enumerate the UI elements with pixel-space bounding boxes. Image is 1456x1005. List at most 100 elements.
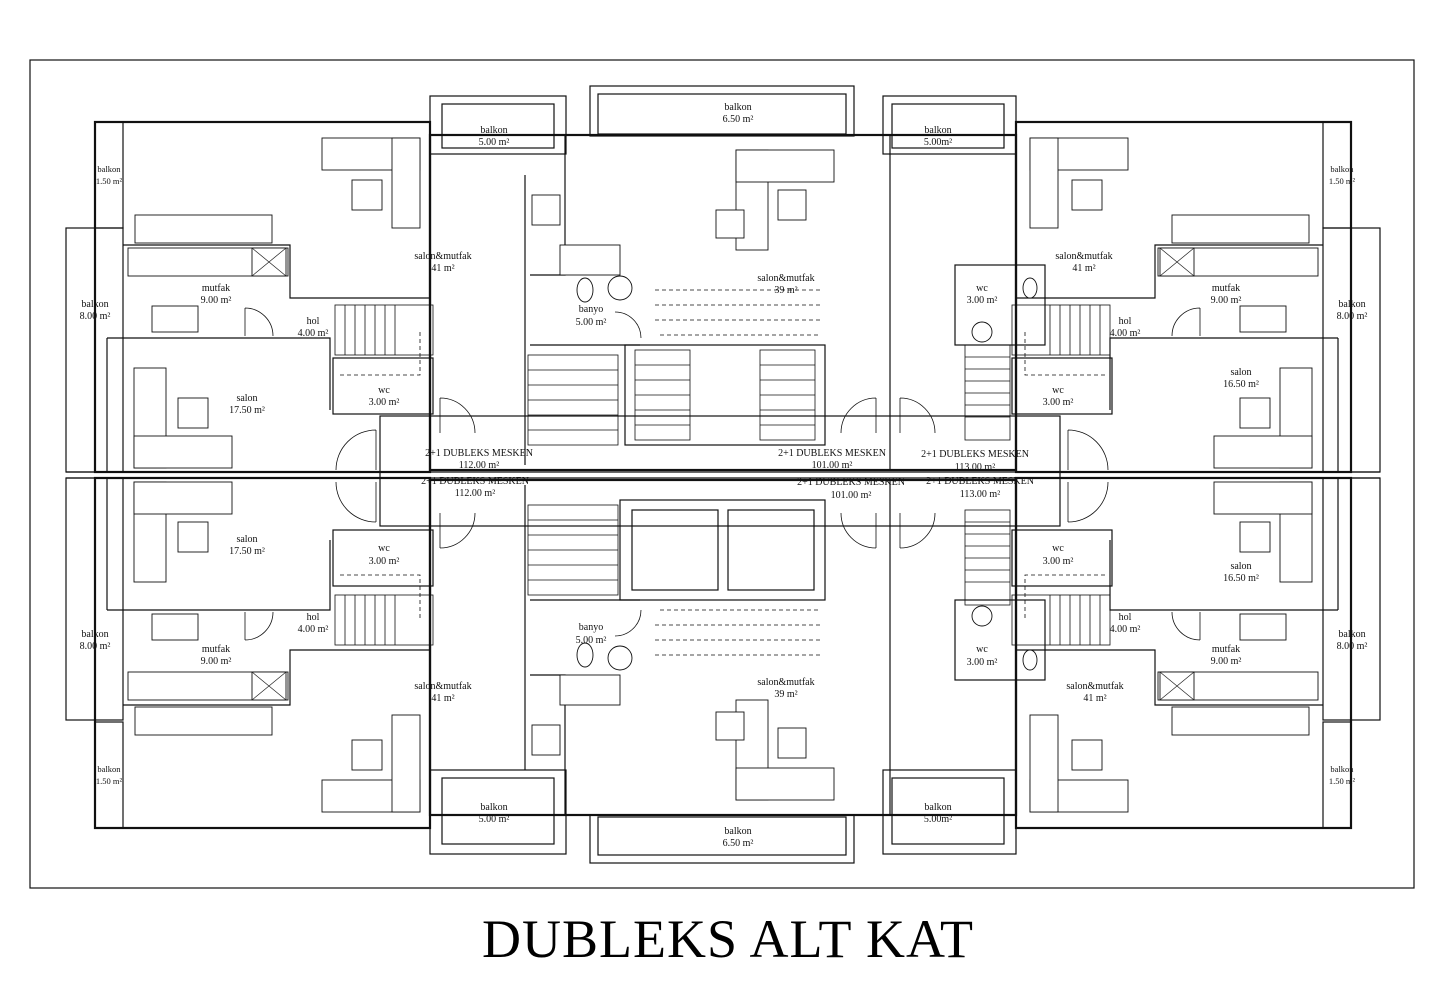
- room-area: 5.00 m²: [479, 814, 510, 825]
- room-name: wc: [1052, 543, 1064, 554]
- room-area: 5.00 m²: [576, 317, 607, 328]
- unit-name: 2+1 DUBLEKS MESKEN: [926, 476, 1034, 487]
- room-name: balkon: [97, 764, 121, 774]
- room-name: salon: [236, 534, 257, 545]
- room-name: balkon: [724, 826, 751, 837]
- room-area: 6.50 m²: [723, 114, 754, 125]
- room-area: 5.00 m²: [479, 137, 510, 148]
- room-name: balkon: [1330, 164, 1354, 174]
- room-area: 5.00 m²: [576, 635, 607, 646]
- room-area: 9.00 m²: [1211, 656, 1242, 667]
- room-name: salon: [1230, 367, 1251, 378]
- room-name: balkon: [1338, 629, 1365, 640]
- room-name: wc: [378, 385, 390, 396]
- room-name: salon&mutfak: [414, 681, 471, 692]
- unit-name: 2+1 DUBLEKS MESKEN: [921, 449, 1029, 460]
- room-name: salon: [236, 393, 257, 404]
- room-area: 16.50 m²: [1223, 379, 1259, 390]
- unit-name: 2+1 DUBLEKS MESKEN: [421, 476, 529, 487]
- room-name: mutfak: [202, 644, 230, 655]
- plan-title: DUBLEKS ALT KAT: [481, 909, 975, 969]
- room-area: 17.50 m²: [229, 546, 265, 557]
- unit-area: 101.00 m²: [812, 460, 853, 471]
- room-name: balkon: [1330, 764, 1354, 774]
- room-area: 17.50 m²: [229, 405, 265, 416]
- room-name: balkon: [81, 299, 108, 310]
- room-area: 1.50 m²: [96, 176, 123, 186]
- unit-name: 2+1 DUBLEKS MESKEN: [425, 448, 533, 459]
- room-name: balkon: [81, 629, 108, 640]
- room-name: balkon: [924, 125, 951, 136]
- room-name: mutfak: [202, 283, 230, 294]
- unit-area: 113.00 m²: [960, 489, 1000, 500]
- room-area: 39 m²: [774, 285, 797, 296]
- room-area: 41 m²: [1083, 693, 1106, 704]
- unit-area: 112.00 m²: [459, 460, 499, 471]
- room-area: 1.50 m²: [1329, 776, 1356, 786]
- room-name: salon&mutfak: [1066, 681, 1123, 692]
- room-area: 5.00m²: [924, 814, 952, 825]
- unit-area: 113.00 m²: [955, 462, 995, 473]
- room-area: 3.00 m²: [369, 397, 400, 408]
- room-area: 1.50 m²: [1329, 176, 1356, 186]
- drawing-frame: [29, 59, 1415, 889]
- room-area: 1.50 m²: [96, 776, 123, 786]
- room-area: 41 m²: [1072, 263, 1095, 274]
- room-name: hol: [1119, 612, 1132, 623]
- room-name: salon: [1230, 561, 1251, 572]
- room-name: balkon: [97, 164, 121, 174]
- unit-area: 101.00 m²: [831, 490, 872, 501]
- room-name: wc: [1052, 385, 1064, 396]
- room-area: 3.00 m²: [967, 295, 998, 306]
- room-name: balkon: [724, 102, 751, 113]
- room-name: salon&mutfak: [757, 273, 814, 284]
- room-area: 41 m²: [431, 263, 454, 274]
- room-name: wc: [378, 543, 390, 554]
- room-name: hol: [307, 316, 320, 327]
- room-area: 3.00 m²: [967, 657, 998, 668]
- room-area: 8.00 m²: [80, 641, 111, 652]
- room-name: balkon: [924, 802, 951, 813]
- room-name: balkon: [1338, 299, 1365, 310]
- room-name: salon&mutfak: [414, 251, 471, 262]
- room-area: 9.00 m²: [201, 295, 232, 306]
- room-area: 9.00 m²: [1211, 295, 1242, 306]
- stairs: [334, 289, 1111, 656]
- room-name: hol: [1119, 316, 1132, 327]
- room-area: 16.50 m²: [1223, 573, 1259, 584]
- room-area: 4.00 m²: [1110, 624, 1141, 635]
- room-area: 3.00 m²: [369, 556, 400, 567]
- walls: [65, 85, 1381, 864]
- room-area: 5.00m²: [924, 137, 952, 148]
- room-area: 41 m²: [431, 693, 454, 704]
- room-name: wc: [976, 283, 988, 294]
- room-area: 8.00 m²: [80, 311, 111, 322]
- unit-area: 112.00 m²: [455, 488, 495, 499]
- room-labels: balkon 6.50 m² balkon 5.00 m² balkon 5.0…: [80, 102, 1368, 849]
- room-area: 4.00 m²: [298, 624, 329, 635]
- room-name: banyo: [579, 622, 603, 633]
- room-name: balkon: [480, 125, 507, 136]
- doors: [244, 307, 1201, 641]
- room-name: mutfak: [1212, 283, 1240, 294]
- room-name: hol: [307, 612, 320, 623]
- room-area: 3.00 m²: [1043, 556, 1074, 567]
- room-name: salon&mutfak: [757, 677, 814, 688]
- room-name: mutfak: [1212, 644, 1240, 655]
- room-area: 6.50 m²: [723, 838, 754, 849]
- room-name: salon&mutfak: [1055, 251, 1112, 262]
- unit-name: 2+1 DUBLEKS MESKEN: [797, 477, 905, 488]
- room-area: 3.00 m²: [1043, 397, 1074, 408]
- room-area: 4.00 m²: [1110, 328, 1141, 339]
- furniture: [127, 137, 1319, 813]
- room-area: 8.00 m²: [1337, 311, 1368, 322]
- room-area: 39 m²: [774, 689, 797, 700]
- room-area: 8.00 m²: [1337, 641, 1368, 652]
- room-area: 4.00 m²: [298, 328, 329, 339]
- unit-name: 2+1 DUBLEKS MESKEN: [778, 448, 886, 459]
- room-name: wc: [976, 644, 988, 655]
- room-area: 9.00 m²: [201, 656, 232, 667]
- room-name: banyo: [579, 304, 603, 315]
- room-name: balkon: [480, 802, 507, 813]
